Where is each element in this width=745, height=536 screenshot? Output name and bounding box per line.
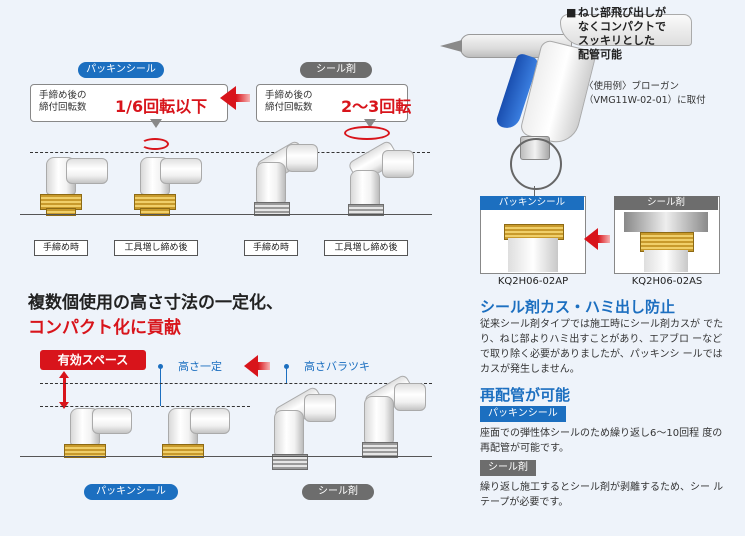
gun-note-bullet: ■: [566, 6, 577, 19]
bottom-packing-fitting-2-arm: [190, 408, 230, 434]
sealant-fitting-hand-tube: [286, 144, 318, 172]
packing-thread-tool-low: [140, 208, 170, 216]
space-arrow-icon: [63, 376, 66, 404]
headline-1: 複数個使用の高さ寸法の一定化、: [28, 293, 283, 313]
sealant-photo-thread: [640, 232, 694, 252]
sealant-rotation-value: 2〜3回転: [341, 97, 412, 116]
base-line-top: [20, 214, 432, 215]
sealant-photo-fitting: [644, 250, 688, 272]
callout-label-2: 手締め後の 締付回転数: [265, 90, 313, 113]
tag-hand-2: 手締め時: [244, 240, 298, 256]
height-constant-label: 高さ一定: [178, 360, 222, 373]
headline-2: コンパクト化に貢献: [28, 318, 181, 338]
body-sealant-residue: 従来シール剤タイプでは施工時にシール剤カスが でたり、ねじ部よりハミ出すことがあ…: [480, 319, 724, 375]
callout-pointer-2: [364, 119, 376, 128]
height-variation-label: 高さバラツキ: [304, 360, 370, 373]
bottom-sealant-thread-1: [272, 454, 308, 470]
bottom-sealant-fitting-2-tube: [394, 383, 426, 411]
gun-example: 〈使用例〉ブローガン （VMG11W-02-01）に取付: [584, 81, 706, 106]
height-constant-line: [160, 366, 161, 406]
packing-thread-hand-low: [46, 208, 76, 216]
packing-fitting-tool-arm: [160, 158, 202, 184]
body-repiping-sealant: 繰り返し施工するとシール剤が剥離するため、シー ルテープが必要です。: [480, 482, 724, 508]
height-variation-line: [286, 366, 287, 384]
tag-tool-2: 工具増し締め後: [324, 240, 408, 256]
repiping-sealant-tag: シール剤: [480, 460, 536, 476]
compare-arrow-3-tail: [598, 235, 610, 243]
bottom-packing-thread-1: [64, 444, 106, 458]
packing-fitting-hand-arm: [66, 158, 108, 184]
sealant-fitting-tool-tube: [382, 150, 414, 178]
gun-head: [560, 14, 692, 46]
bottom-sealant-thread-2: [362, 442, 398, 458]
space-line-bottom: [40, 406, 250, 407]
sealant-photo-nut: [624, 212, 708, 232]
callout-label: 手締め後の 締付回転数: [39, 90, 87, 113]
compare-arrow-tail: [236, 94, 250, 102]
sealant-pill: シール剤: [300, 62, 372, 78]
space-arrow-head-bottom: [59, 402, 69, 409]
bottom-packing-pill: パッキンシール: [84, 484, 178, 500]
bottom-sealant-fitting-1-tube: [304, 394, 336, 422]
reference-line: [30, 152, 430, 153]
gun-nozzle: [440, 40, 462, 52]
compare-arrow-3-icon: [584, 228, 598, 250]
bottom-sealant-pill: シール剤: [302, 484, 374, 500]
packing-model-label: KQ2H06-02AP: [497, 276, 569, 287]
title-repiping: 再配管が可能: [480, 386, 571, 404]
packing-seal-pill: パッキンシール: [78, 62, 164, 78]
callout-pointer: [150, 119, 162, 128]
rotation-large-icon: [344, 126, 390, 140]
compare-arrow-2-tail: [258, 362, 270, 370]
sealant-fitting-tool: [350, 170, 380, 208]
packing-photo-fitting: [508, 238, 558, 272]
repiping-packing-tag: パッキンシール: [480, 406, 566, 422]
sealant-thread-hand: [254, 202, 290, 216]
packing-photo-header: パッキンシール: [480, 196, 584, 210]
sealant-callout: 手締め後の 締付回転数 2〜3回転: [256, 84, 412, 122]
zoom-connector: [534, 186, 535, 196]
zoom-circle: [510, 138, 562, 190]
rotation-small-icon: [141, 138, 169, 150]
packing-callout: 手締め後の 締付回転数 1/6回転以下: [30, 84, 228, 122]
effective-space-badge: 有効スペース: [40, 350, 146, 370]
body-repiping-packing: 座面での弾性体シールのため繰り返し6〜10回程 度の再配管が可能です。: [480, 428, 723, 454]
gun-note: ねじ部飛び出しが なくコンパクトで スッキリとした 配管可能: [578, 6, 666, 61]
sealant-fitting-hand: [256, 162, 286, 204]
bottom-packing-thread-2: [162, 444, 204, 458]
bottom-sealant-fitting-1: [274, 410, 304, 456]
title-sealant-residue: シール剤カス・ハミ出し防止: [480, 298, 676, 316]
bottom-sealant-fitting-2: [364, 396, 394, 444]
tag-hand-1: 手締め時: [34, 240, 88, 256]
space-arrow-head-top: [59, 371, 69, 378]
space-line-top: [40, 383, 432, 384]
bottom-packing-fitting-1-arm: [92, 408, 132, 434]
sealant-model-label: KQ2H06-02AS: [631, 276, 703, 287]
tag-tool-1: 工具増し締め後: [114, 240, 198, 256]
sealant-thread-tool: [348, 204, 384, 216]
sealant-photo-header: シール剤: [614, 196, 718, 210]
compare-arrow-icon: [220, 86, 236, 110]
packing-rotation-value: 1/6回転以下: [115, 97, 208, 116]
base-line-bottom: [20, 456, 432, 457]
compare-arrow-2-icon: [244, 355, 258, 377]
